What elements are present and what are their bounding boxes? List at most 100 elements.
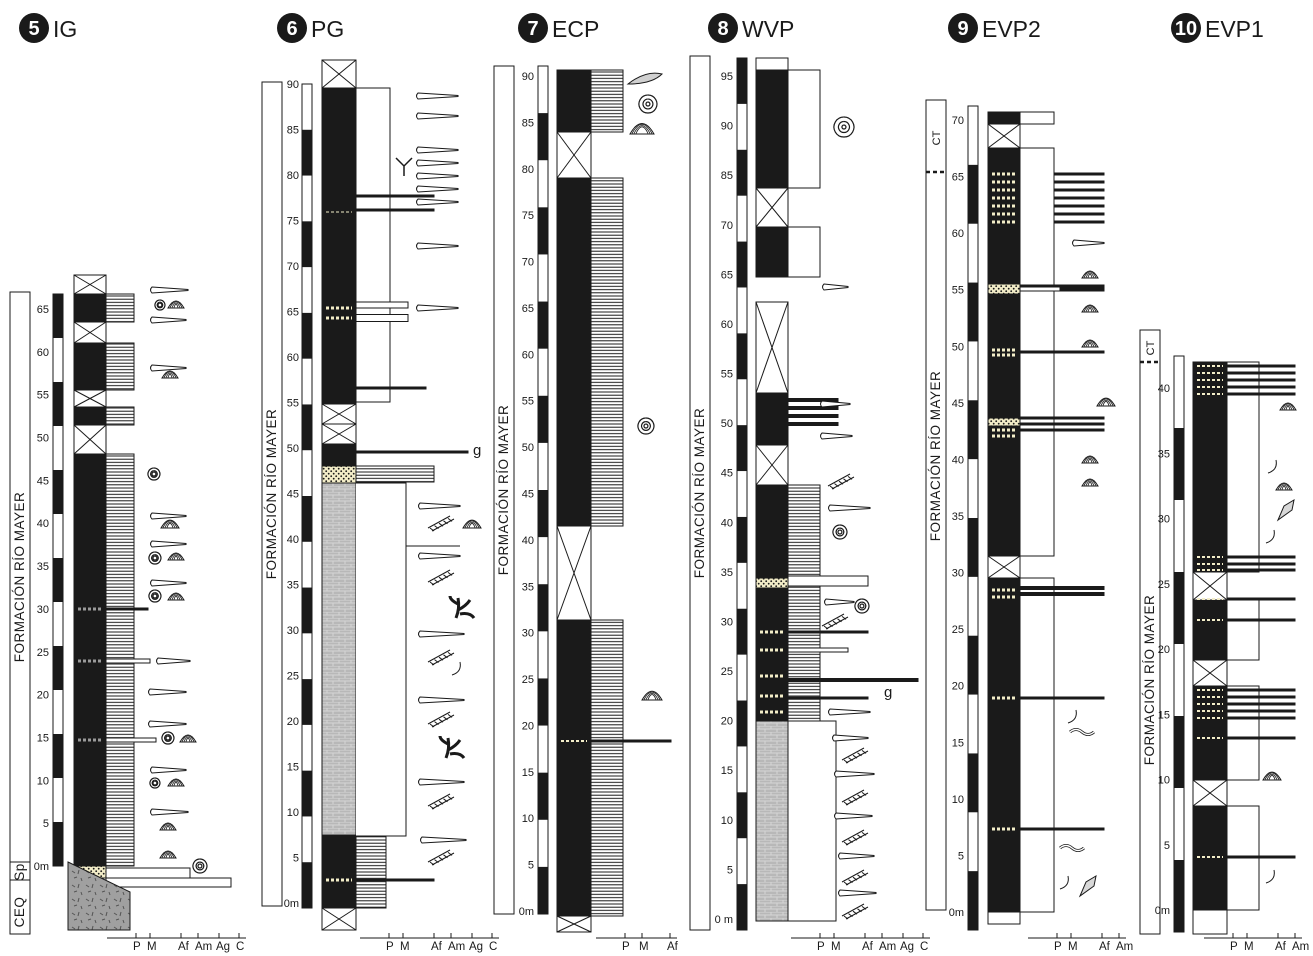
- scaphopod-icon: [150, 808, 189, 816]
- depth-tick-label: 70: [287, 261, 299, 273]
- bivalve-rib: [1083, 479, 1097, 486]
- depth-tick-label: 5: [293, 853, 299, 865]
- mudstone-bed: [755, 69, 789, 189]
- ammonite-icon: [149, 777, 161, 789]
- scaphopod-icon: [832, 734, 869, 742]
- bivalve-rib: [1285, 405, 1291, 410]
- bed-bar: [355, 301, 409, 309]
- formation-box: [1139, 329, 1161, 935]
- grain-size-label: Af: [667, 941, 679, 953]
- trace-fossil-rung: [438, 800, 444, 805]
- laminated-interval: [590, 619, 624, 917]
- bed-bar: [1019, 350, 1105, 354]
- covered-diagonal: [556, 525, 592, 621]
- section-number-badge: [708, 13, 738, 43]
- depth-tick-label: 30: [721, 616, 733, 628]
- grain-size-label: P: [1230, 941, 1238, 953]
- trace-fossil-rung: [429, 661, 435, 666]
- shell-fragment-icon: [626, 72, 663, 85]
- scaphopod-icon: [838, 852, 875, 860]
- bed-bar: [1053, 212, 1105, 216]
- scale-block: [737, 241, 747, 288]
- bivalve-rib: [163, 824, 173, 830]
- base-bed: [987, 911, 1021, 925]
- trace-fossil-icon: [427, 849, 455, 866]
- mudstone-bed: [1192, 599, 1228, 661]
- bed-bar: [556, 739, 672, 743]
- bed-bar: [1019, 286, 1061, 292]
- depth-tick-label: 20: [1158, 644, 1170, 656]
- depth-tick-label: 70: [952, 115, 964, 127]
- trace-fossil-rung: [861, 750, 867, 754]
- bivalve-rib: [171, 554, 181, 560]
- bivalve-rib: [165, 825, 171, 830]
- formation-box: [493, 65, 515, 915]
- bivalve-rib: [163, 371, 177, 378]
- bed-bar: [787, 406, 839, 410]
- covered-diagonal: [755, 444, 789, 486]
- unit-label-ct: CT: [1145, 340, 1157, 355]
- bivalve-rib: [1281, 485, 1287, 490]
- bivalve-rib: [173, 595, 179, 600]
- trace-fossil-rung: [838, 480, 844, 485]
- scaphopod-icon: [828, 708, 871, 716]
- depth-tick-label: 20: [522, 720, 534, 732]
- depth-tick-label: 65: [721, 269, 733, 281]
- bivalve-rib: [162, 520, 178, 528]
- bed-bar: [1053, 204, 1105, 208]
- section-number: 10: [1175, 18, 1197, 40]
- section-title: EVP2: [982, 16, 1041, 42]
- mudstone-profile: [1226, 685, 1260, 781]
- belemnite-icon: [1265, 869, 1275, 884]
- depth-tick-label: 40: [721, 517, 733, 529]
- depth-tick-label: 25: [1158, 579, 1170, 591]
- depth-tick-label: 45: [522, 489, 534, 501]
- bed-bar: [1226, 562, 1296, 566]
- scaphopod-icon: [416, 242, 459, 250]
- ammonite-icon: [638, 94, 658, 114]
- trace-fossil-rung: [443, 798, 448, 803]
- grain-size-label: M: [400, 941, 410, 953]
- bivalve-rib: [181, 735, 195, 742]
- scale-block: [538, 113, 548, 161]
- bivalve-rib: [173, 555, 179, 560]
- bed-bar: [1226, 855, 1296, 859]
- trace-fossil-rung: [443, 854, 448, 859]
- bed-bar: [355, 386, 427, 390]
- depth-tick-label: 40: [37, 518, 49, 530]
- bivalve-rib: [1279, 484, 1289, 490]
- bed-bar: [105, 607, 149, 611]
- depth-tick-label: 20: [721, 716, 733, 728]
- scale-block: [53, 294, 63, 338]
- unit-label-ct: CT: [931, 130, 943, 145]
- depth-tick-label: 15: [287, 762, 299, 774]
- depth-tick-label: 80: [287, 170, 299, 182]
- scale-block: [737, 333, 747, 380]
- unit-label-sp: Sp: [12, 863, 27, 881]
- grain-size-label: M: [639, 941, 649, 953]
- laminated-interval: [105, 293, 135, 323]
- top-bed: [755, 57, 789, 71]
- depth-tick-label: 65: [952, 172, 964, 184]
- bivalve-rib: [171, 594, 181, 600]
- depth-tick-label: 55: [952, 285, 964, 297]
- scaphopod-icon: [416, 159, 459, 167]
- bivalve-rib: [1283, 404, 1293, 410]
- depth-tick-label: 35: [287, 580, 299, 592]
- trace-fossil-rung: [852, 910, 858, 915]
- scaphopod-icon: [150, 766, 187, 774]
- depth-tick-label: 90: [721, 121, 733, 133]
- mudstone-bed: [321, 443, 357, 467]
- depth-tick-label: 65: [37, 304, 49, 316]
- section-number: 9: [957, 18, 968, 40]
- trace-fossil-icon: [841, 829, 869, 846]
- depth-tick-label: 60: [522, 349, 534, 361]
- bivalve-rib: [185, 737, 191, 742]
- section-number: 7: [527, 18, 538, 40]
- scaphopod-icon: [834, 812, 873, 820]
- trace-fossil-rung: [857, 752, 862, 757]
- trace-fossil-rung: [843, 841, 849, 846]
- depth-tick-label: 50: [952, 341, 964, 353]
- scaphopod-icon: [416, 198, 459, 206]
